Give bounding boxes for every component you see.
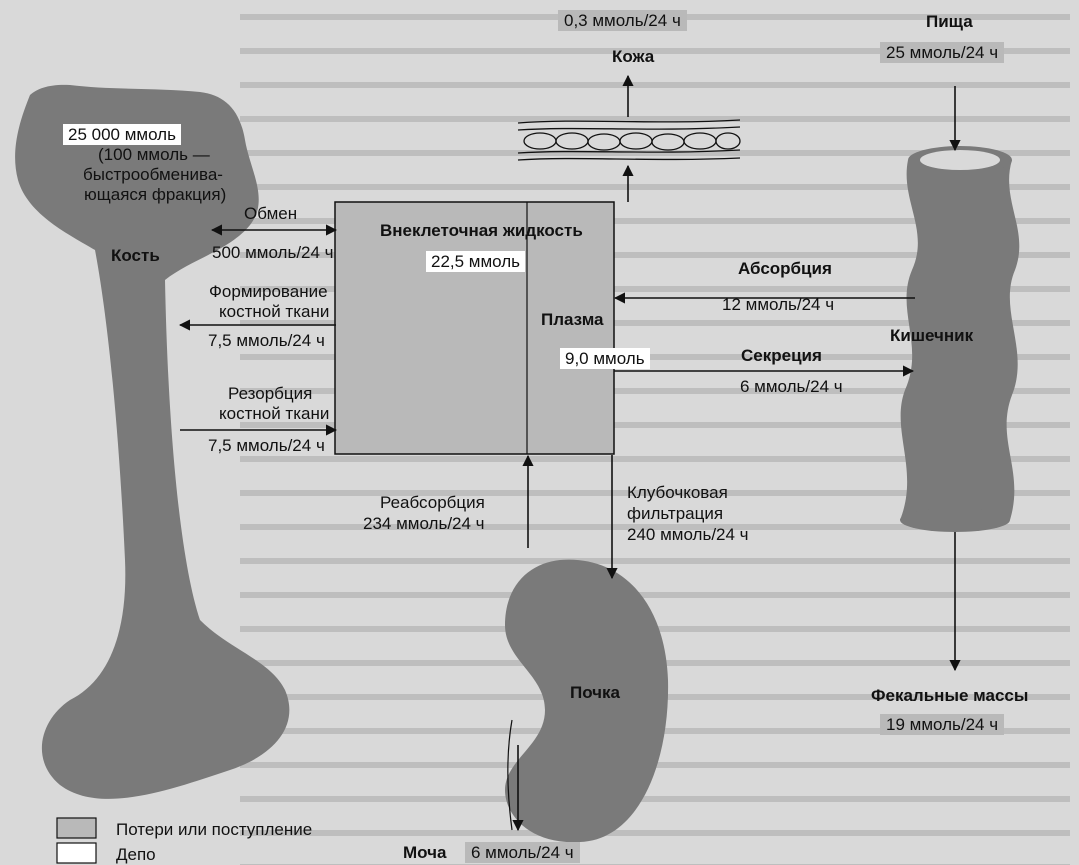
reabsorption-label: Реабсорбция bbox=[380, 493, 485, 512]
filtration-label-line1: Клубочковая bbox=[627, 483, 728, 502]
formation-label-line2: костной ткани bbox=[219, 302, 329, 321]
feces-label: Фекальные массы bbox=[871, 686, 1028, 705]
urine-label: Моча bbox=[403, 843, 446, 862]
legend-loss-gain-label: Потери или поступление bbox=[116, 820, 312, 839]
bone-amount: 25 000 ммоль bbox=[63, 124, 181, 145]
bone-fraction-line1: (100 ммоль — bbox=[98, 145, 210, 164]
secretion-label: Секреция bbox=[741, 346, 822, 365]
ecf-label: Внеклеточная жидкость bbox=[380, 221, 583, 240]
absorption-rate: 12 ммоль/24 ч bbox=[722, 295, 834, 314]
formation-rate: 7,5 ммоль/24 ч bbox=[208, 331, 325, 350]
bone-fraction-line3: ющаяся фракция) bbox=[84, 185, 226, 204]
secretion-rate: 6 ммоль/24 ч bbox=[740, 377, 843, 396]
skin-label: Кожа bbox=[612, 47, 654, 66]
reabsorption-rate: 234 ммоль/24 ч bbox=[363, 514, 485, 533]
feces-rate: 19 ммоль/24 ч bbox=[880, 714, 1004, 735]
resorption-label-line1: Резорбция bbox=[228, 384, 312, 403]
bone-label: Кость bbox=[111, 246, 160, 265]
urine-rate: 6 ммоль/24 ч bbox=[465, 842, 580, 863]
exchange-label: Обмен bbox=[244, 204, 297, 223]
absorption-label: Абсорбция bbox=[738, 259, 832, 278]
formation-label-line1: Формирование bbox=[209, 282, 328, 301]
food-label: Пища bbox=[926, 12, 973, 31]
skin-rate: 0,3 ммоль/24 ч bbox=[558, 10, 687, 31]
legend-depot-label: Депо bbox=[116, 845, 156, 864]
intestine-label: Кишечник bbox=[890, 326, 973, 345]
filtration-rate: 240 ммоль/24 ч bbox=[627, 525, 749, 544]
plasma-label: Плазма bbox=[541, 310, 604, 329]
bone-fraction-line2: быстрообменива- bbox=[83, 165, 223, 184]
resorption-label-line2: костной ткани bbox=[219, 404, 329, 423]
ecf-amount: 22,5 ммоль bbox=[426, 251, 525, 272]
food-rate: 25 ммоль/24 ч bbox=[880, 42, 1004, 63]
plasma-amount: 9,0 ммоль bbox=[560, 348, 650, 369]
exchange-rate: 500 ммоль/24 ч bbox=[212, 243, 334, 262]
legend-loss-gain-swatch bbox=[57, 818, 96, 838]
skin-drawing bbox=[518, 120, 740, 160]
filtration-label-line2: фильтрация bbox=[627, 504, 723, 523]
legend-depot-swatch bbox=[57, 843, 96, 863]
kidney-label: Почка bbox=[570, 683, 620, 702]
resorption-rate: 7,5 ммоль/24 ч bbox=[208, 436, 325, 455]
